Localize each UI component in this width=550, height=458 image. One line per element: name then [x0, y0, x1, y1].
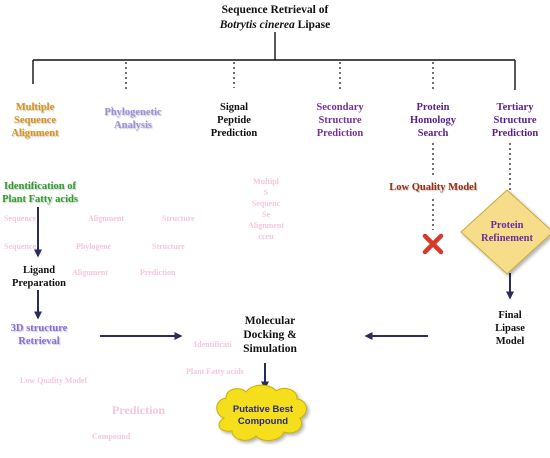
protein-refinement-diamond — [460, 189, 550, 275]
diagram-title: Sequence Retrieval of Botrytis cinerea L… — [219, 4, 331, 31]
faint-text-prediction-2: Prediction — [112, 403, 166, 417]
faint-column-text: Multipl S Sequenc Se Alignment cceu — [248, 177, 284, 241]
faint-text-plant-fatty-acids: Plant Fatty acids — [186, 367, 244, 376]
faint-text-low-quality: Low Quality Model — [20, 376, 87, 385]
faint-text-identification: Identificati — [194, 340, 232, 349]
faint-text-prediction: Prediction — [140, 268, 176, 277]
faint-text-phylogenetic: Phylogene — [76, 242, 112, 251]
faint-text-sequence: Sequence — [4, 214, 36, 223]
putative-compound-cloud — [216, 384, 307, 441]
faint-text-alignment: Alignment — [88, 214, 124, 223]
faint-text-compound: Compound — [92, 432, 131, 441]
faint-text-structure-2: Structure — [152, 242, 185, 251]
faint-text-alignment-2: Alignment — [72, 268, 108, 277]
faint-text-structure: Structure — [162, 214, 195, 223]
reject-x-icon — [422, 233, 444, 255]
low-quality-model: Low Quality Model — [389, 182, 477, 193]
faint-text-sequence-2: Sequence — [4, 242, 36, 251]
